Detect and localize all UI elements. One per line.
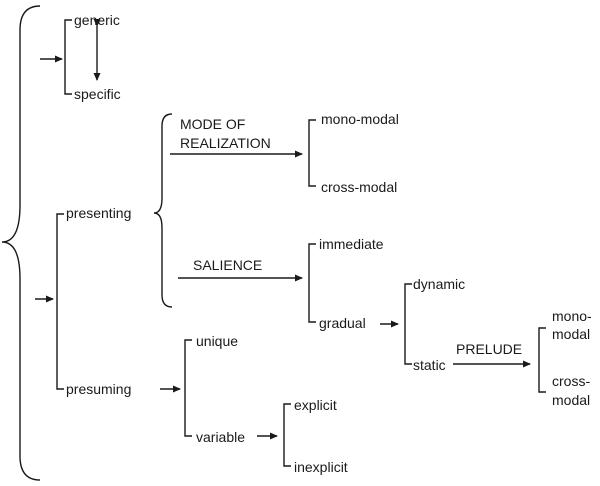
inexplicit-label: inexplicit bbox=[294, 459, 348, 475]
prelude-mono-label-line1: mono- bbox=[552, 308, 592, 324]
outer-brace bbox=[1, 5, 41, 481]
presenting-label: presenting bbox=[66, 205, 131, 221]
variable-bracket bbox=[283, 403, 291, 467]
mode-of-realization-label-line1: MODE OF bbox=[180, 116, 245, 132]
specific-label: specific bbox=[74, 86, 121, 102]
mode-of-realization-label-line2: REALIZATION bbox=[180, 135, 271, 151]
prelude-mono-label-line2: modal bbox=[552, 326, 590, 342]
presenting-presuming-bracket bbox=[56, 213, 64, 390]
presuming-label: presuming bbox=[66, 381, 131, 397]
generic-label: generic bbox=[74, 12, 120, 28]
variable-label: variable bbox=[196, 429, 245, 445]
gradual-bracket bbox=[404, 283, 412, 365]
dynamic-label: dynamic bbox=[413, 276, 465, 292]
prelude-bracket bbox=[538, 327, 546, 393]
salience-label: SALIENCE bbox=[193, 257, 262, 273]
prelude-cross-label-line2: modal bbox=[552, 392, 590, 408]
explicit-label: explicit bbox=[294, 397, 337, 413]
gradual-label: gradual bbox=[319, 315, 366, 331]
immediate-label: immediate bbox=[319, 236, 384, 252]
presuming-bracket bbox=[184, 339, 192, 437]
prelude-cross-label-line1: cross- bbox=[552, 373, 590, 389]
generic-specific-bracket bbox=[64, 19, 72, 95]
cross-modal-label: cross-modal bbox=[321, 179, 397, 195]
mode-of-realization-bracket bbox=[308, 119, 316, 187]
static-label: static bbox=[413, 357, 446, 373]
prelude-label: PRELUDE bbox=[456, 341, 522, 357]
salience-bracket bbox=[308, 243, 316, 323]
unique-label: unique bbox=[196, 333, 238, 349]
presenting-brace bbox=[153, 113, 173, 308]
mono-modal-label: mono-modal bbox=[321, 111, 399, 127]
